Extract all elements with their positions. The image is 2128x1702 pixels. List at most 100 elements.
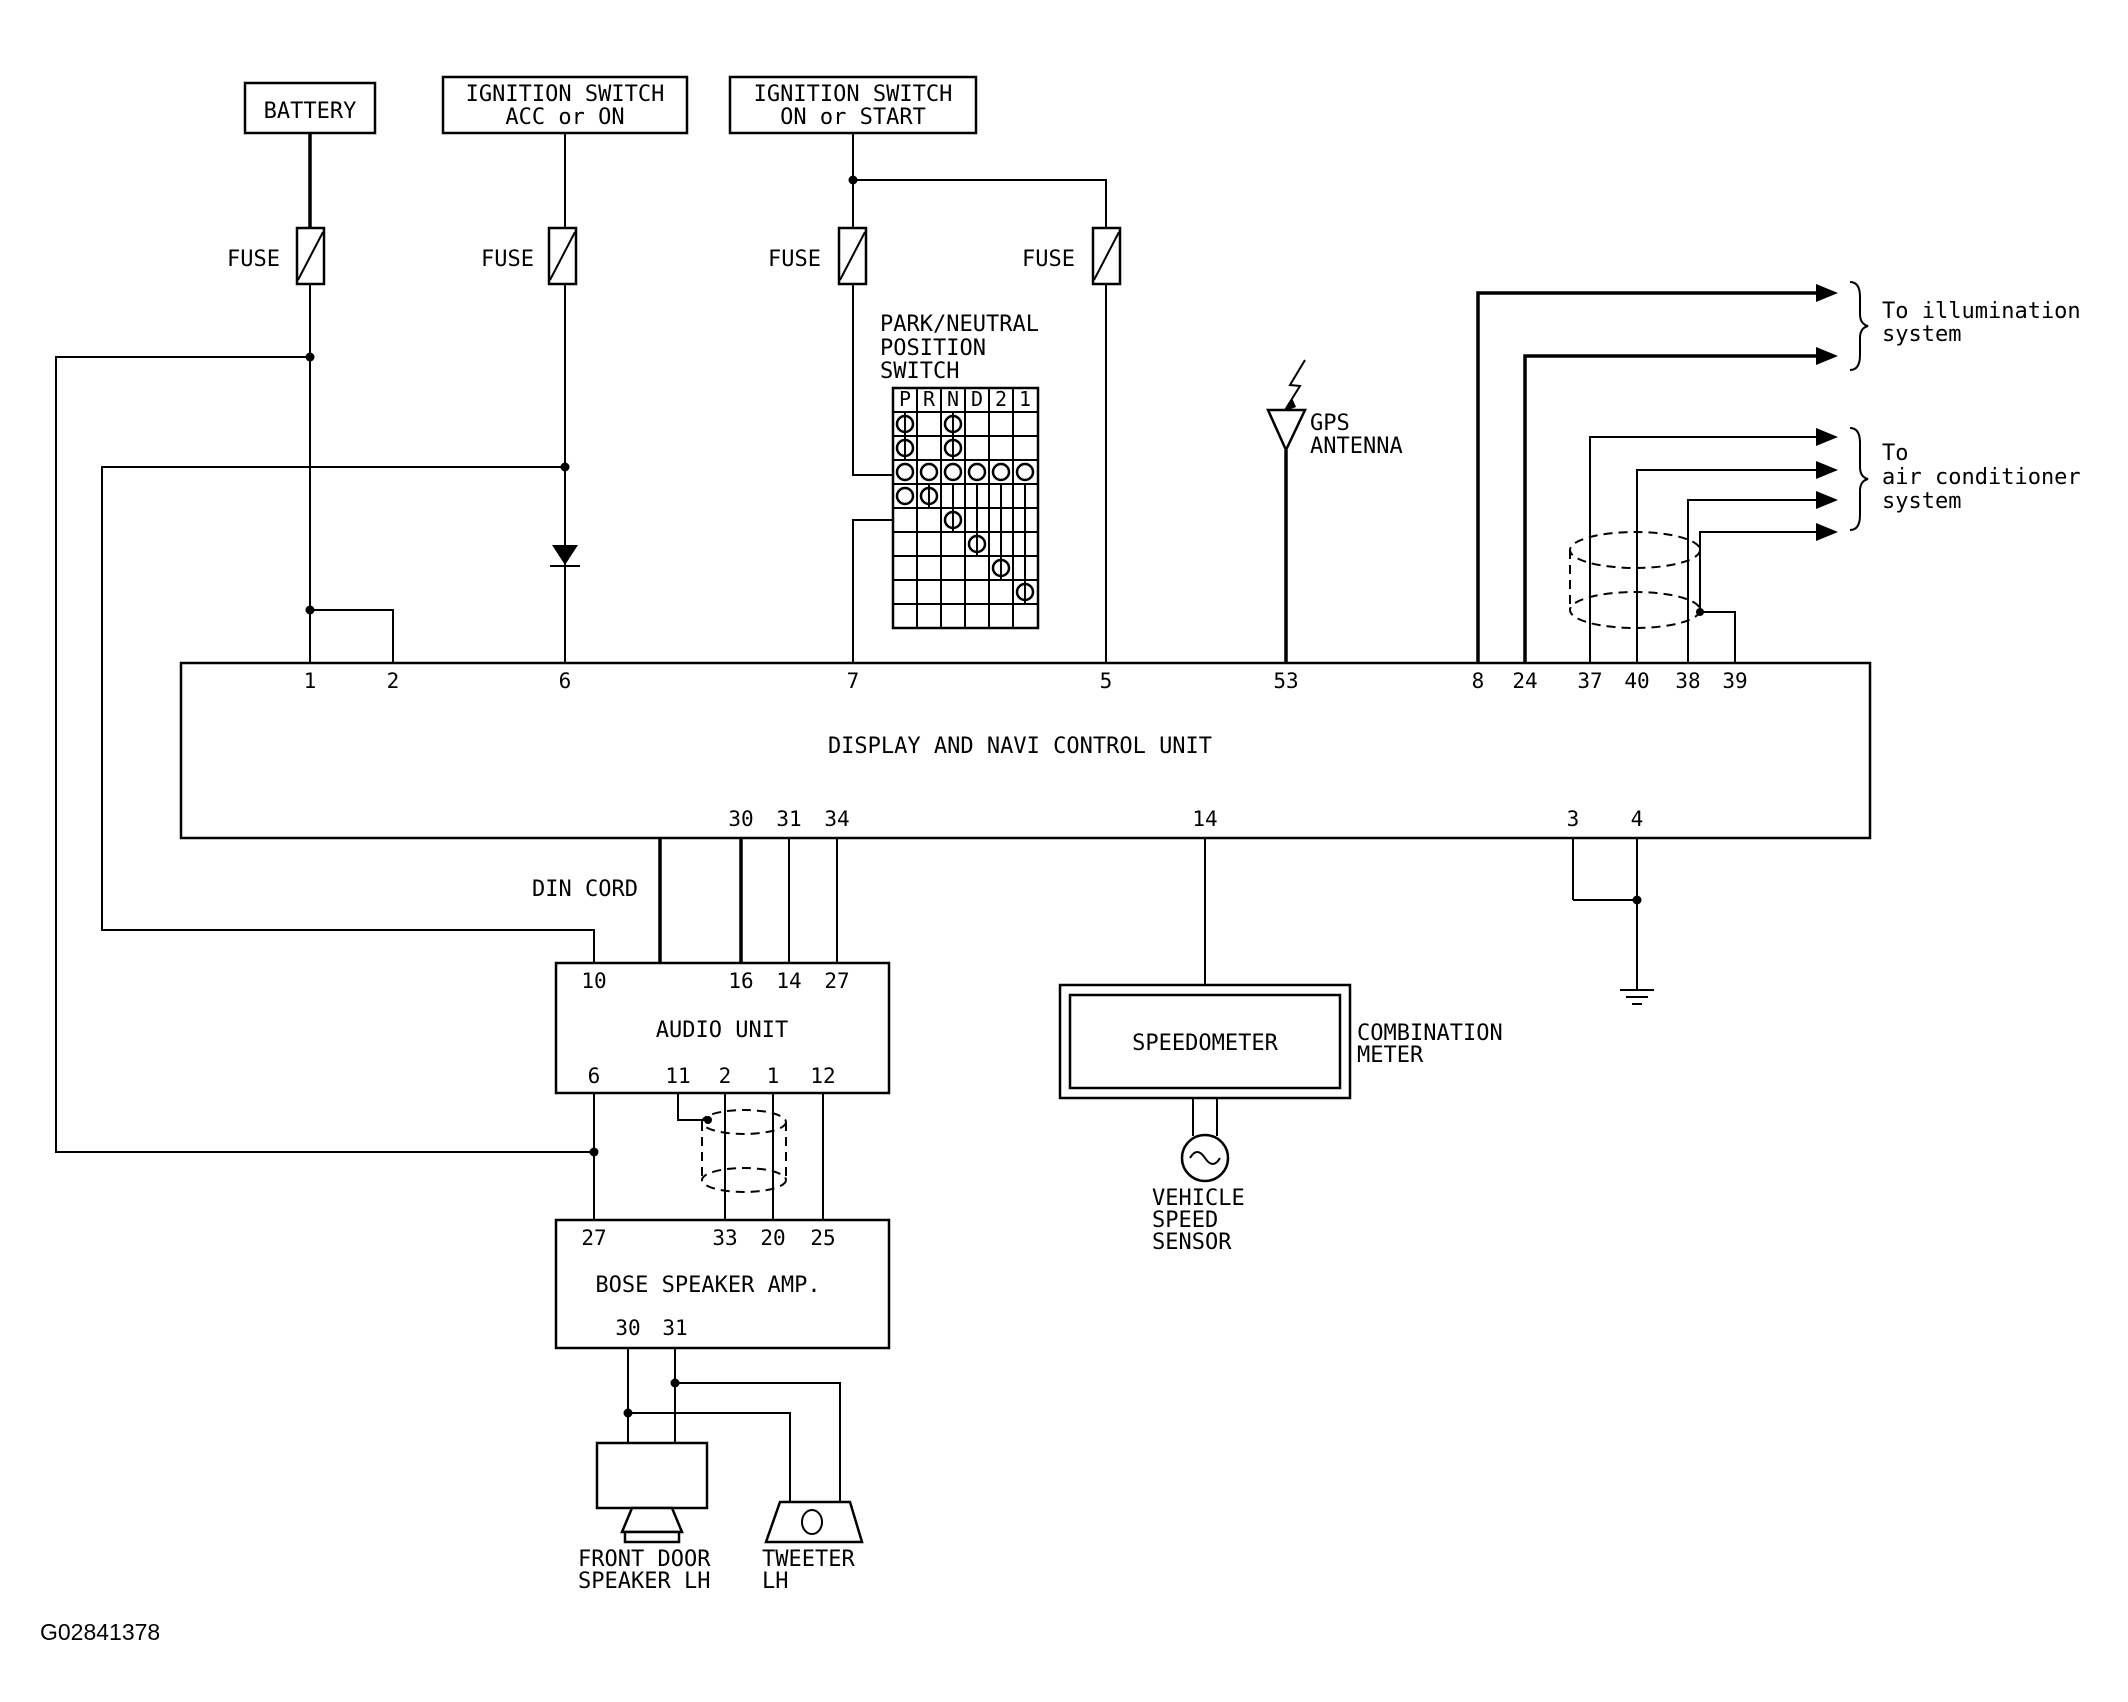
front-speaker-label-line1: FRONT DOOR [578, 1547, 711, 1572]
display-navi-control-unit: DISPLAY AND NAVI CONTROL UNIT 1 2 6 7 5 … [179, 661, 1872, 840]
navi-pin-7: 7 [847, 669, 860, 693]
battery-label: BATTERY [264, 99, 357, 124]
navi-pin-5: 5 [1100, 669, 1113, 693]
vss-label-line2: SPEED [1152, 1208, 1218, 1233]
bose-speaker-amp: BOSE SPEAKER AMP. 27 33 20 25 30 31 [554, 1218, 891, 1350]
din-cord-label: DIN CORD [532, 877, 638, 902]
ground [1572, 838, 1654, 1005]
tweeter-label-line1: TWEETER [762, 1547, 855, 1572]
combination-meter: SPEEDOMETER COMBINATION METER [1058, 838, 1503, 1136]
pnp-label-line1: PARK/NEUTRAL [880, 312, 1039, 337]
speaker-wiring [623, 1348, 841, 1520]
navi-pin-6: 6 [559, 669, 572, 693]
audio-pin-1: 1 [767, 1064, 780, 1088]
pnp-col-2: 2 [995, 387, 1007, 411]
air-conditioner-outputs: To air conditioner system [1569, 427, 2081, 663]
illumination-label-line2: system [1882, 322, 1961, 347]
amp-pin-30: 30 [615, 1316, 640, 1340]
ignition-on-label-line2: ON or START [780, 105, 926, 130]
speaker-icon [595, 1441, 709, 1510]
navi-pin-39: 39 [1722, 669, 1747, 693]
ignition-on-source: IGNITION SWITCH ON or START [728, 75, 978, 135]
diode-icon [552, 545, 578, 565]
ignition-acc-label-line2: ACC or ON [505, 105, 624, 130]
gps-label-line1: GPS [1310, 411, 1350, 436]
pnp-column-headers: P R N D 2 1 [899, 387, 1031, 411]
pnp-contact [895, 462, 915, 482]
navi-pin-24: 24 [1512, 669, 1537, 693]
navi-pin-34: 34 [824, 807, 849, 831]
pnp-contact [943, 462, 963, 482]
pnp-grid [893, 388, 1037, 628]
navi-pin-37: 37 [1577, 669, 1602, 693]
pnp-contact [991, 462, 1011, 482]
speedometer-label: SPEEDOMETER [1132, 1031, 1278, 1056]
amp-pin-20: 20 [760, 1226, 785, 1250]
ignition-on-label-line1: IGNITION SWITCH [754, 82, 953, 107]
navi-pin-2: 2 [387, 669, 400, 693]
fuse-acc-label: FUSE [481, 247, 534, 272]
fuse-acc: FUSE [481, 226, 578, 286]
vehicle-speed-sensor: VEHICLE SPEED SENSOR [1152, 1133, 1245, 1255]
illumination-label-line1: To illumination [1882, 299, 2081, 324]
combination-meter-label-line1: COMBINATION [1357, 1021, 1503, 1046]
amp-pin-33: 33 [712, 1226, 737, 1250]
amp-pin-31: 31 [662, 1316, 687, 1340]
audio-unit: AUDIO UNIT 10 16 14 27 6 11 2 1 12 [554, 961, 891, 1095]
fuse-on-2-label: FUSE [1022, 247, 1075, 272]
navi-pin-40: 40 [1624, 669, 1649, 693]
navi-pin-8: 8 [1472, 669, 1485, 693]
pnp-label-line3: SWITCH [880, 359, 959, 384]
ignition-acc-label-line1: IGNITION SWITCH [466, 82, 665, 107]
tweeter-icon [764, 1500, 864, 1544]
combination-meter-label-line2: METER [1357, 1043, 1424, 1068]
audio-pin-11: 11 [665, 1064, 690, 1088]
tweeter-label-line2: LH [762, 1569, 789, 1594]
tweeter-lh: TWEETER LH [762, 1500, 864, 1594]
vss-label-line1: VEHICLE [1152, 1186, 1245, 1211]
fuse-battery: FUSE [227, 226, 326, 286]
amp-name: BOSE SPEAKER AMP. [595, 1273, 820, 1298]
fuse-battery-label: FUSE [227, 247, 280, 272]
pnp-col-1: 1 [1019, 387, 1031, 411]
vss-label-line3: SENSOR [1152, 1230, 1232, 1255]
navi-pin-38: 38 [1675, 669, 1700, 693]
audio-pin-12: 12 [810, 1064, 835, 1088]
fuse-on-1: FUSE [768, 226, 868, 286]
audio-pin-6: 6 [588, 1064, 601, 1088]
aircon-label-line3: system [1882, 489, 1961, 514]
audio-pin-14: 14 [776, 969, 801, 993]
pnp-col-r: R [923, 387, 936, 411]
audio-pin-16: 16 [728, 969, 753, 993]
gps-label-line2: ANTENNA [1310, 434, 1403, 459]
pnp-col-p: P [899, 387, 911, 411]
pnp-label-line2: POSITION [880, 336, 986, 361]
navi-pin-14: 14 [1192, 807, 1217, 831]
illumination-outputs: To illumination system [1476, 281, 2081, 663]
ignition-acc-source: IGNITION SWITCH ACC or ON [441, 75, 689, 135]
amp-pin-25: 25 [810, 1226, 835, 1250]
audio-amp-wiring [589, 1093, 824, 1220]
amp-pin-27: 27 [581, 1226, 606, 1250]
park-neutral-position-switch: PARK/NEUTRAL POSITION SWITCH P R N D 2 1 [880, 312, 1040, 630]
navi-audio-wiring: DIN CORD [532, 838, 838, 963]
aircon-label-line2: air conditioner [1882, 465, 2081, 490]
navi-pin-1: 1 [304, 669, 317, 693]
figure-code: G02841378 [40, 1619, 160, 1645]
fuse-on-1-label: FUSE [768, 247, 821, 272]
battery-source: BATTERY [243, 81, 377, 135]
pnp-col-d: D [971, 387, 983, 411]
audio-pin-2: 2 [719, 1064, 732, 1088]
audio-pin-27: 27 [824, 969, 849, 993]
navi-pin-30: 30 [728, 807, 753, 831]
navi-pin-53: 53 [1273, 669, 1298, 693]
pnp-contact [895, 486, 915, 506]
fuse-on-2: FUSE [1022, 226, 1122, 286]
pnp-col-n: N [947, 387, 959, 411]
pnp-contact [1015, 462, 1035, 482]
pnp-contact [919, 462, 939, 482]
aircon-label-line1: To [1882, 441, 1909, 466]
power-wiring [55, 133, 1107, 1153]
navi-pin-4: 4 [1631, 807, 1644, 831]
